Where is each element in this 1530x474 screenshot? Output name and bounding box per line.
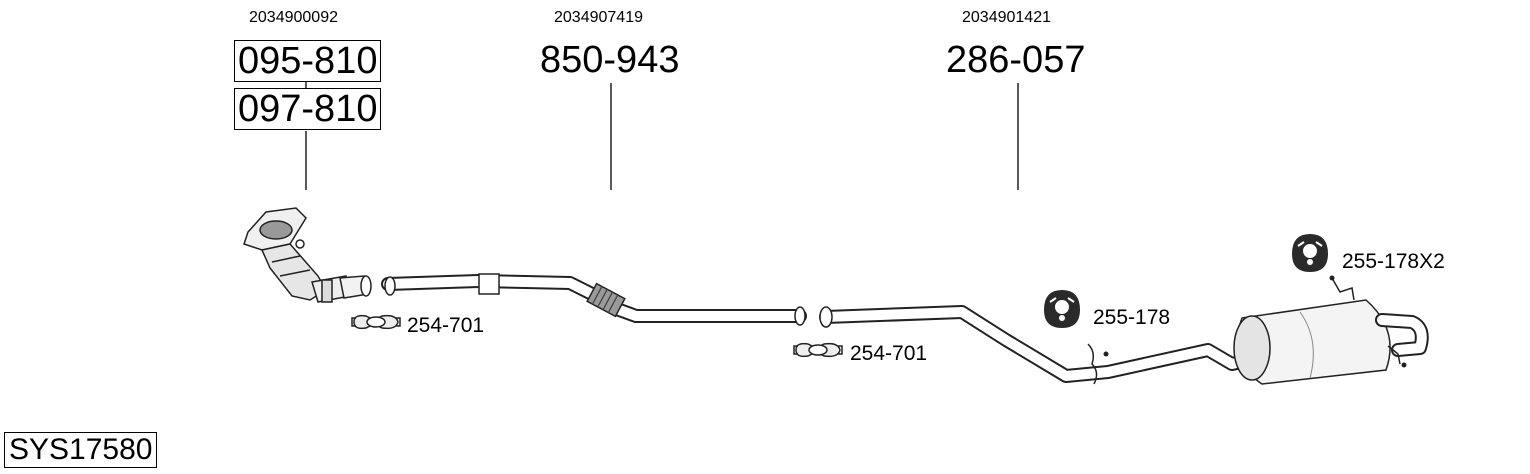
hanger-wire bbox=[1087, 343, 1098, 385]
rear-silencer bbox=[1233, 299, 1391, 385]
mount-label-2[interactable]: 255-178X2 bbox=[1342, 250, 1445, 273]
part-number-rear-section[interactable]: 286-057 bbox=[946, 39, 1086, 81]
clamp-icon-1[interactable] bbox=[351, 314, 401, 330]
system-code: SYS17580 bbox=[4, 432, 158, 468]
catalytic-converter[interactable] bbox=[243, 207, 372, 303]
clamp-label-2[interactable]: 254-701 bbox=[850, 342, 928, 365]
front-pipe[interactable] bbox=[381, 273, 807, 326]
oem-number-catalyst: 2034900092 bbox=[249, 9, 338, 26]
rubber-mount-icon-2[interactable] bbox=[1292, 234, 1328, 272]
part-number-catalyst-1[interactable]: 095-810 bbox=[234, 40, 382, 82]
rubber-mount-icon-1[interactable] bbox=[1044, 290, 1080, 328]
oem-number-rear-section: 2034901421 bbox=[962, 9, 1051, 26]
mount-label-1[interactable]: 255-178 bbox=[1093, 306, 1171, 329]
clamp-label-1[interactable]: 254-701 bbox=[407, 314, 485, 337]
rear-section[interactable] bbox=[819, 275, 1429, 385]
flex-joint bbox=[586, 282, 626, 318]
clamp-icon-2[interactable] bbox=[793, 342, 843, 358]
oem-number-front-pipe: 2034907419 bbox=[554, 9, 643, 26]
part-number-catalyst-2[interactable]: 097-810 bbox=[234, 88, 382, 130]
part-number-front-pipe[interactable]: 850-943 bbox=[540, 39, 680, 81]
